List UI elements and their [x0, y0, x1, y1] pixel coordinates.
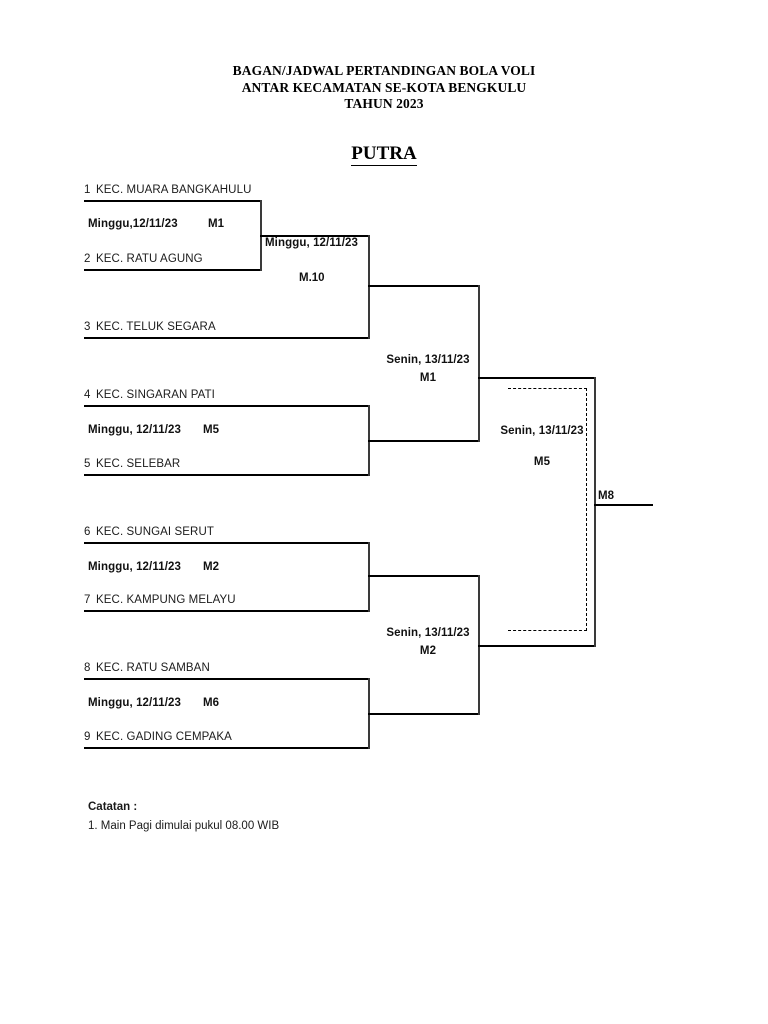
notes-block: Catatan : 1. Main Pagi dimulai pukul 08.…: [88, 798, 279, 836]
title-line-2: ANTAR KECAMATAN SE-KOTA BENGKULU: [241, 79, 527, 95]
bracket-line-seed-9: [84, 747, 370, 749]
seed-row-9: 9 KEC. GADING CEMPAKA: [84, 731, 232, 747]
seed-row-3: 3 KEC. TELUK SEGARA: [84, 321, 216, 337]
match-code-r1-m1: M1: [208, 218, 224, 230]
seed-row-2: 2 KEC. RATU AGUNG: [84, 253, 203, 269]
seed-number-1: 1: [84, 184, 91, 196]
bracket-line-sf-m2-top: [368, 575, 480, 577]
seed-number-9: 9: [84, 731, 91, 743]
match-date-r2-m10: Minggu, 12/11/23: [265, 237, 358, 249]
bracket-line-sf-m2-bottom: [368, 713, 480, 715]
match-date-r1-m5: Minggu, 12/11/23: [88, 424, 181, 436]
match-code-r1-m2: M2: [203, 561, 219, 573]
match-date-final: Senin, 13/11/23: [500, 425, 584, 437]
bracket-connector-sf-m1: [478, 285, 480, 442]
seed-row-5: 5 KEC. SELEBAR: [84, 458, 180, 474]
seed-name-3: KEC. TELUK SEGARA: [96, 321, 216, 333]
seed-name-5: KEC. SELEBAR: [96, 458, 181, 470]
notes-item-1: 1. Main Pagi dimulai pukul 08.00 WIB: [88, 820, 280, 832]
document-title: BAGAN/JADWAL PERTANDINGAN BOLA VOLI ANTA…: [0, 63, 768, 113]
match-code-final: M5: [533, 456, 551, 468]
bracket-line-champion: [594, 504, 653, 506]
seed-number-3: 3: [84, 321, 91, 333]
match-code-r1-m6: M6: [203, 697, 219, 709]
seed-row-6: 6 KEC. SUNGAI SERUT: [84, 526, 214, 542]
match-date-r1-m1: Minggu,12/11/23: [88, 218, 178, 230]
bracket-line-seed-3: [84, 337, 370, 339]
match-code-champion: M8: [598, 490, 614, 502]
seed-name-4: KEC. SINGARAN PATI: [96, 389, 215, 401]
match-code-r1-m5: M5: [203, 424, 219, 436]
match-code-r2-m10: M.10: [299, 272, 325, 284]
bracket-line-seed-8: [84, 678, 370, 680]
seed-row-7: 7 KEC. KAMPUNG MELAYU: [84, 594, 236, 610]
match-date-sf-m2: Senin, 13/11/23: [386, 627, 470, 639]
bracket-line-seed-7: [84, 610, 370, 612]
seed-name-6: KEC. SUNGAI SERUT: [96, 526, 214, 538]
bracket-line-sf-m1-bottom: [368, 440, 480, 442]
seed-row-8: 8 KEC. RATU SAMBAN: [84, 662, 210, 678]
match-date-r1-m6: Minggu, 12/11/23: [88, 697, 181, 709]
seed-row-1: 1 KEC. MUARA BANGKAHULU: [84, 184, 251, 200]
seed-name-9: KEC. GADING CEMPAKA: [96, 731, 232, 743]
match-code-sf-m1: M1: [419, 372, 437, 384]
bracket-line-sf-m1-top: [368, 285, 480, 287]
match-date-sf-m1: Senin, 13/11/23: [386, 354, 470, 366]
notes-title: Catatan :: [88, 801, 138, 813]
seed-number-5: 5: [84, 458, 91, 470]
seed-number-6: 6: [84, 526, 91, 538]
match-code-sf-m2: M2: [419, 645, 437, 657]
seed-number-7: 7: [84, 594, 91, 606]
seed-name-7: KEC. KAMPUNG MELAYU: [96, 594, 236, 606]
bracket-line-seed-5: [84, 474, 370, 476]
title-line-1: BAGAN/JADWAL PERTANDINGAN BOLA VOLI: [232, 63, 536, 78]
seed-number-8: 8: [84, 662, 91, 674]
category-heading: PUTRA: [0, 143, 768, 166]
bracket-line-seed-4: [84, 405, 370, 407]
seed-number-4: 4: [84, 389, 91, 401]
category-label: PUTRA: [351, 143, 417, 166]
match-date-r1-m2: Minggu, 12/11/23: [88, 561, 181, 573]
final-dashed-outline: [508, 388, 587, 631]
title-line-3: TAHUN 2023: [344, 96, 424, 111]
bracket-connector-final: [594, 377, 596, 647]
bracket-line-final-bottom: [478, 645, 596, 647]
bracket-connector-r1-m2: [368, 542, 370, 612]
bracket-connector-r2-m10: [368, 235, 370, 339]
seed-name-2: KEC. RATU AGUNG: [96, 253, 203, 265]
bracket-line-seed-2: [84, 269, 262, 271]
seed-name-8: KEC. RATU SAMBAN: [96, 662, 210, 674]
bracket-line-r2-m10-top: [260, 235, 370, 237]
seed-row-4: 4 KEC. SINGARAN PATI: [84, 389, 215, 405]
seed-name-1: KEC. MUARA BANGKAHULU: [96, 184, 252, 196]
seed-number-2: 2: [84, 253, 91, 265]
bracket-line-seed-6: [84, 542, 370, 544]
bracket-line-seed-1: [84, 200, 262, 202]
bracket-line-final-top: [478, 377, 596, 379]
